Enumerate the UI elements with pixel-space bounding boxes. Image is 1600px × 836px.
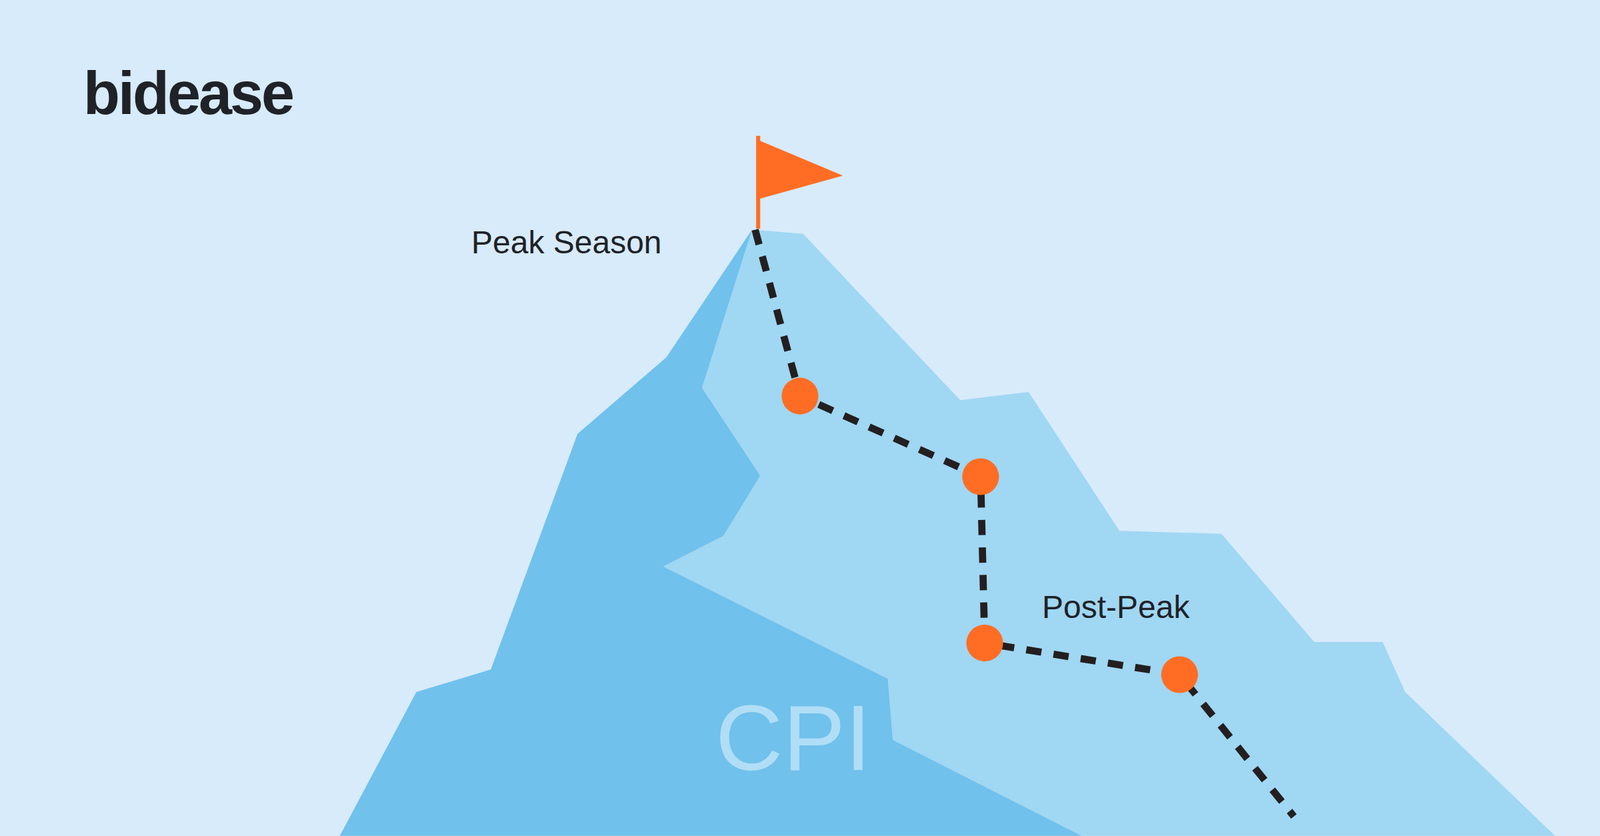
trail-dot <box>1161 656 1198 693</box>
trail-dots <box>781 378 1198 694</box>
flag <box>758 140 843 200</box>
mountain-dark-face <box>340 230 1082 836</box>
trail-dot <box>781 378 818 415</box>
trail-dot <box>966 624 1003 662</box>
mountain-light-face <box>663 230 1556 836</box>
brand-logo: bidease <box>83 63 293 124</box>
peak-label: Peak Season <box>471 226 662 259</box>
cpi-watermark: CPI <box>715 691 871 785</box>
trail-dot <box>962 458 999 495</box>
post-peak-label: Post-Peak <box>1042 591 1190 624</box>
